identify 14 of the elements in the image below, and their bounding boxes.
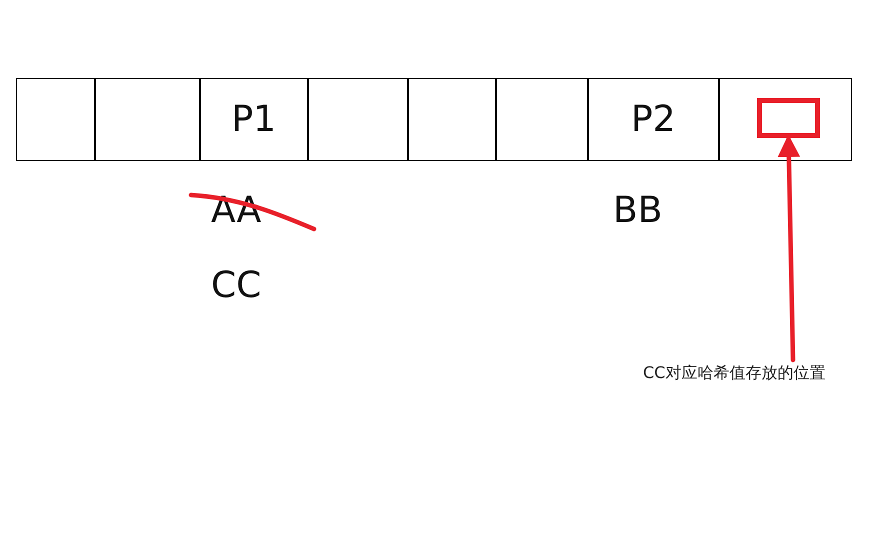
caption-text: CC对应哈希值存放的位置 [643,362,826,384]
text: CC [211,268,262,304]
array-cell [94,78,200,161]
array-cell [407,78,496,161]
array-cell [16,78,96,161]
text: BB [613,193,662,229]
array-cell [199,78,308,161]
marker-box [756,98,820,138]
array-cell [495,78,588,161]
array-cell [587,78,720,161]
array-cell [307,78,408,161]
array-cell [718,78,852,161]
cell-label: P1 [231,102,276,138]
cell-label: P2 [630,102,676,138]
